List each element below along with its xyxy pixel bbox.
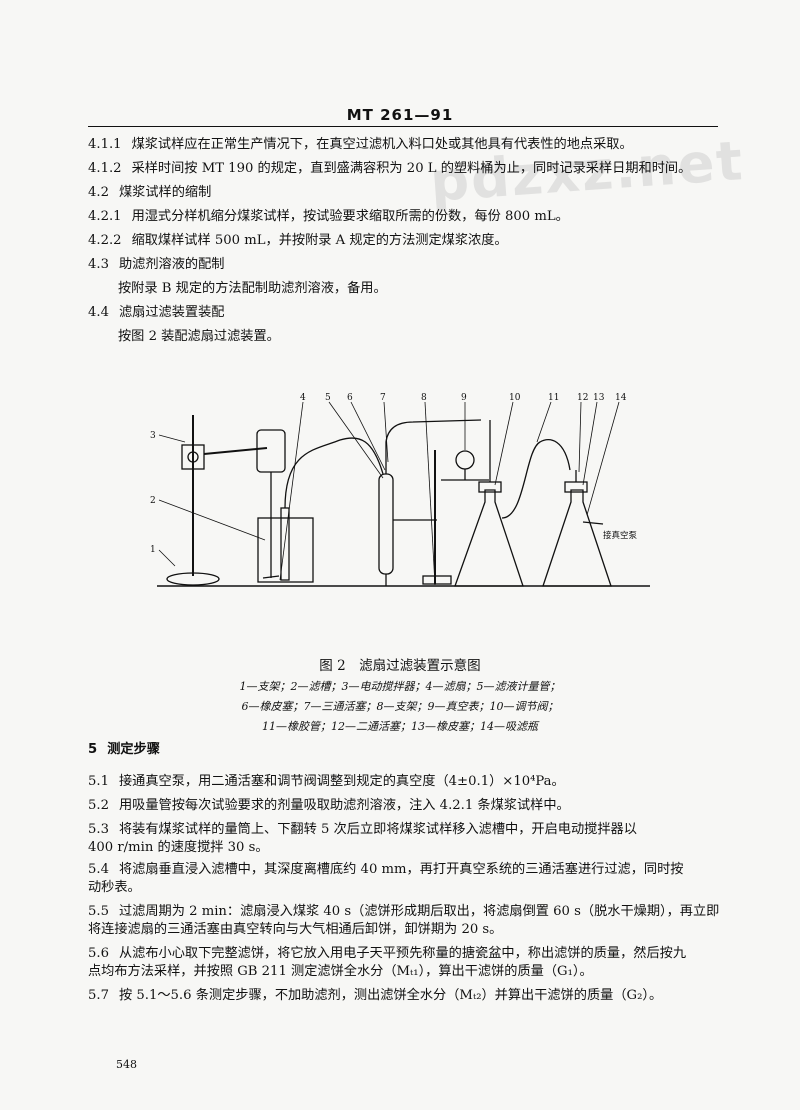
label-3: 3 [150,431,156,441]
label-12: 12 [577,393,588,403]
label-5: 5 [325,393,331,403]
paragraph: 4.1.1 煤浆试样应在正常生产情况下，在真空过滤机入料口处或其他具有代表性的地点… [88,137,633,153]
clause-number: 4.1.1 [88,137,122,152]
clause-text: 滤扇过滤装置装配 [118,305,225,320]
label-6: 6 [347,393,353,403]
label-7: 7 [380,393,386,403]
step-continuation: 点均布方法采样，并按照 GB 211 测定滤饼全水分（Mₜ₁），算出干滤饼的质量… [88,964,593,979]
step-text: 按 5.1～5.6 条测定步骤，不加助滤剂，测出滤饼全水分（Mₜ₂）并算出干滤饼… [118,988,663,1003]
header-rule [88,126,718,127]
clause-number: 4.4 [88,305,109,320]
clause-text: 煤浆试样的缩制 [118,185,212,200]
step-continuation: 400 r/min 的速度搅拌 30 s。 [88,840,269,855]
figure-caption: 图 2 滤扇过滤装置示意图 [319,658,481,674]
figure-legend-line: 1—支架；2—滤槽；3—电动搅拌器；4—滤扇；5—滤液计量管； [239,680,561,693]
label-10: 10 [509,393,521,403]
clause-text: 煤浆试样应在正常生产情况下，在真空过滤机入料口处或其他具有代表性的地点采取。 [131,137,633,152]
step-number: 5.2 [88,798,109,813]
clause-text: 采样时间按 MT 190 的规定，直到盛满容积为 20 L 的塑料桶为止，同时记… [131,161,692,176]
step-paragraph: 5.4 将滤扇垂直浸入滤槽中，其深度离槽底约 40 mm，再打开真空系统的三通活塞… [88,862,683,878]
paragraph: 4.1.2 采样时间按 MT 190 的规定，直到盛满容积为 20 L 的塑料桶为… [88,161,691,177]
step-text: 过滤周期为 2 min：滤扇浸入煤浆 40 s（滤饼形成期后取出，将滤扇倒置 6… [118,904,720,919]
step-number: 5.3 [88,822,109,837]
step-number: 5.1 [88,774,109,789]
section-heading: 5 测定步骤 [88,742,160,758]
clause-number: 4.2.2 [88,233,122,248]
clause-text: 缩取煤样试样 500 mL，并按附录 A 规定的方法测定煤浆浓度。 [131,233,508,248]
paragraph: 4.2.1 用湿式分样机缩分煤浆试样，按试验要求缩取所需的份数，每份 800 mL… [88,209,569,225]
step-text: 将滤扇垂直浸入滤槽中，其深度离槽底约 40 mm，再打开真空系统的三通活塞进行过… [118,862,684,877]
step-paragraph: 5.7 按 5.1～5.6 条测定步骤，不加助滤剂，测出滤饼全水分（Mₜ₂）并算出… [88,988,662,1004]
step-paragraph: 5.3 将装有煤浆试样的量筒上、下翻转 5 次后立即将煤浆试样移入滤槽中，开启电动… [88,822,637,838]
step-continuation: 动秒表。 [88,880,141,895]
step-text: 从滤布小心取下完整滤饼，将它放入用电子天平预先称量的搪瓷盆中，称出滤饼的质量，然… [118,946,687,961]
label-8: 8 [421,393,427,403]
clause-text: 按图 2 装配滤扇过滤装置。 [118,329,280,344]
figure-legend-line: 11—橡胶管；12—二通活塞；13—橡皮塞；14—吸滤瓶 [262,720,538,733]
clause-number: 4.1.2 [88,161,122,176]
clause-number: 4.3 [88,257,109,272]
paragraph: 4.3 助滤剂溶液的配制 [88,257,224,273]
label-11: 11 [548,393,559,403]
step-continuation: 将连接滤扇的三通活塞由真空转向与大气相通后卸饼，卸饼期为 20 s。 [88,922,503,937]
step-paragraph: 5.6 从滤布小心取下完整滤饼，将它放入用电子天平预先称量的搪瓷盆中，称出滤饼的质… [88,946,686,962]
label-2: 2 [150,496,156,506]
label-14: 14 [615,393,627,403]
step-text: 用吸量管按每次试验要求的剂量吸取助滤剂溶液，注入 4.2.1 条煤浆试样中。 [118,798,570,813]
clause-number: 4.2.1 [88,209,122,224]
label-9: 9 [461,393,467,403]
paragraph: 4.4 滤扇过滤装置装配 [88,305,224,321]
section-number: 5 [88,742,98,757]
clause-text: 按附录 B 规定的方法配制助滤剂溶液，备用。 [118,281,387,296]
section-title: 测定步骤 [107,742,160,757]
paragraph: 4.2.2 缩取煤样试样 500 mL，并按附录 A 规定的方法测定煤浆浓度。 [88,233,508,249]
step-paragraph: 5.5 过滤周期为 2 min：滤扇浸入煤浆 40 s（滤饼形成期后取出，将滤扇倒… [88,904,719,920]
label-1: 1 [150,545,156,555]
label-13: 13 [593,393,605,403]
step-number: 5.7 [88,988,109,1003]
filter-leaf-apparatus-diagram: 3 2 1 4 5 6 7 8 9 10 11 12 13 14 接真空泵 [150,393,650,587]
figure-legend-line: 6—橡皮塞；7—三通活塞；8—支架；9—真空表；10—调节阀； [241,700,559,713]
step-paragraph: 5.1 接通真空泵，用二通活塞和调节阀调整到规定的真空度（4±0.1）×10⁴Pa… [88,774,565,790]
step-text: 将装有煤浆试样的量筒上、下翻转 5 次后立即将煤浆试样移入滤槽中，开启电动搅拌器… [118,822,637,837]
paragraph: 按附录 B 规定的方法配制助滤剂溶液，备用。 [118,281,387,297]
clause-text: 助滤剂溶液的配制 [118,257,225,272]
label-4: 4 [300,393,306,403]
page-number: 548 [116,1058,137,1071]
paragraph: 4.2 煤浆试样的缩制 [88,185,211,201]
vacuum-pump-label: 接真空泵 [603,530,638,541]
step-number: 5.5 [88,904,109,919]
clause-number: 4.2 [88,185,109,200]
standard-number-header: MT 261—91 [346,106,454,124]
step-number: 5.4 [88,862,109,877]
step-text: 接通真空泵，用二通活塞和调节阀调整到规定的真空度（4±0.1）×10⁴Pa。 [118,774,565,789]
clause-text: 用湿式分样机缩分煤浆试样，按试验要求缩取所需的份数，每份 800 mL。 [131,209,569,224]
step-paragraph: 5.2 用吸量管按每次试验要求的剂量吸取助滤剂溶液，注入 4.2.1 条煤浆试样中… [88,798,570,814]
step-number: 5.6 [88,946,109,961]
paragraph: 按图 2 装配滤扇过滤装置。 [118,329,280,345]
